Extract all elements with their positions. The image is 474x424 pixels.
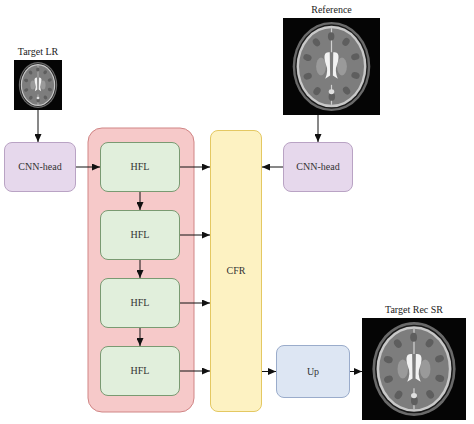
brain-tissue — [22, 65, 54, 104]
nucleus — [398, 360, 408, 379]
output-image: Target Rec SR — [362, 318, 466, 420]
skull-gap — [20, 63, 56, 107]
gyrus — [24, 88, 29, 93]
csf — [297, 26, 367, 107]
gyrus — [434, 374, 445, 383]
ventricle — [415, 354, 421, 382]
gyrus — [393, 389, 404, 400]
box-label: HFL — [131, 365, 150, 377]
skull-gap — [295, 24, 368, 108]
gyrus — [424, 337, 435, 348]
cistern — [37, 97, 40, 100]
box-label: Up — [307, 366, 319, 378]
gyrus — [311, 37, 321, 48]
csf — [21, 64, 56, 106]
gyrus — [328, 32, 335, 40]
gyrus — [28, 70, 33, 75]
box-label: HFL — [131, 297, 150, 309]
flow-arrow — [262, 371, 276, 372]
ventricle — [35, 78, 38, 92]
process-box: HFL — [100, 210, 180, 260]
gyrus — [350, 52, 360, 61]
gyrus — [303, 72, 313, 81]
flow-arrow — [180, 235, 210, 236]
nucleus — [30, 80, 35, 89]
gyrus — [28, 95, 33, 100]
gyrus — [43, 70, 48, 75]
flow-arrow — [262, 167, 283, 168]
gyrus — [312, 86, 322, 97]
skull-gap — [375, 325, 453, 414]
box-label: CNN-head — [18, 161, 61, 173]
skull — [372, 322, 455, 416]
nucleus — [337, 58, 347, 76]
flow-arrow — [140, 192, 141, 210]
gyrus — [410, 333, 417, 342]
gyrus — [47, 87, 52, 91]
skull — [293, 22, 371, 111]
flow-arrow — [318, 115, 319, 142]
image-label: Reference — [310, 4, 353, 16]
gyrus — [24, 78, 29, 82]
gyrus — [36, 67, 39, 71]
nucleus — [316, 58, 326, 76]
fusion-box: CFR — [210, 130, 262, 412]
mri-slice — [362, 318, 466, 420]
flow-arrow — [76, 167, 100, 168]
gyrus — [351, 71, 361, 80]
gyrus — [341, 37, 351, 48]
gyrus — [425, 389, 436, 400]
flow-arrow — [180, 303, 210, 304]
process-box: CNN-head — [283, 142, 353, 192]
process-box: Up — [276, 345, 350, 398]
flow-arrow — [140, 260, 141, 278]
ventricle — [406, 354, 412, 382]
box-label: CNN-head — [296, 161, 339, 173]
box-label: CFR — [227, 265, 246, 277]
skull — [19, 62, 57, 108]
gyrus — [303, 53, 313, 62]
flow-arrow — [140, 328, 141, 346]
mri-slice — [14, 60, 62, 110]
input-image: Target LR — [14, 60, 62, 110]
image-ground — [14, 60, 62, 110]
process-box: HFL — [100, 278, 180, 328]
brain-tissue — [299, 28, 364, 105]
flow-arrow — [350, 371, 362, 372]
flow-arrow — [180, 371, 210, 372]
brain-tissue — [379, 329, 449, 410]
gyrus — [341, 85, 351, 96]
ventricle — [39, 78, 42, 92]
image-label: Target Rec SR — [384, 304, 444, 316]
process-box: CNN-head — [4, 142, 76, 192]
ventricle — [324, 52, 330, 79]
process-box: HFL — [100, 346, 180, 396]
reference-image: Reference — [283, 18, 380, 115]
flow-arrow — [180, 167, 210, 168]
gyrus — [47, 78, 52, 83]
mri-slice — [283, 18, 380, 115]
process-box: HFL — [100, 142, 180, 192]
gyrus — [43, 95, 48, 100]
box-label: HFL — [131, 229, 150, 241]
gyrus — [383, 375, 394, 384]
cistern — [329, 89, 335, 94]
cistern — [411, 393, 417, 398]
gyrus — [392, 338, 403, 349]
nucleus — [420, 360, 430, 379]
nucleus — [41, 80, 46, 89]
image-ground — [362, 318, 466, 420]
image-label: Target LR — [17, 46, 60, 58]
image-ground — [283, 18, 380, 115]
box-label: HFL — [131, 161, 150, 173]
gyrus — [383, 355, 394, 364]
hfl-group-panel — [88, 128, 194, 412]
ventricle — [333, 52, 339, 79]
flow-arrow — [38, 110, 39, 142]
gyrus — [434, 354, 445, 363]
csf — [377, 326, 452, 412]
